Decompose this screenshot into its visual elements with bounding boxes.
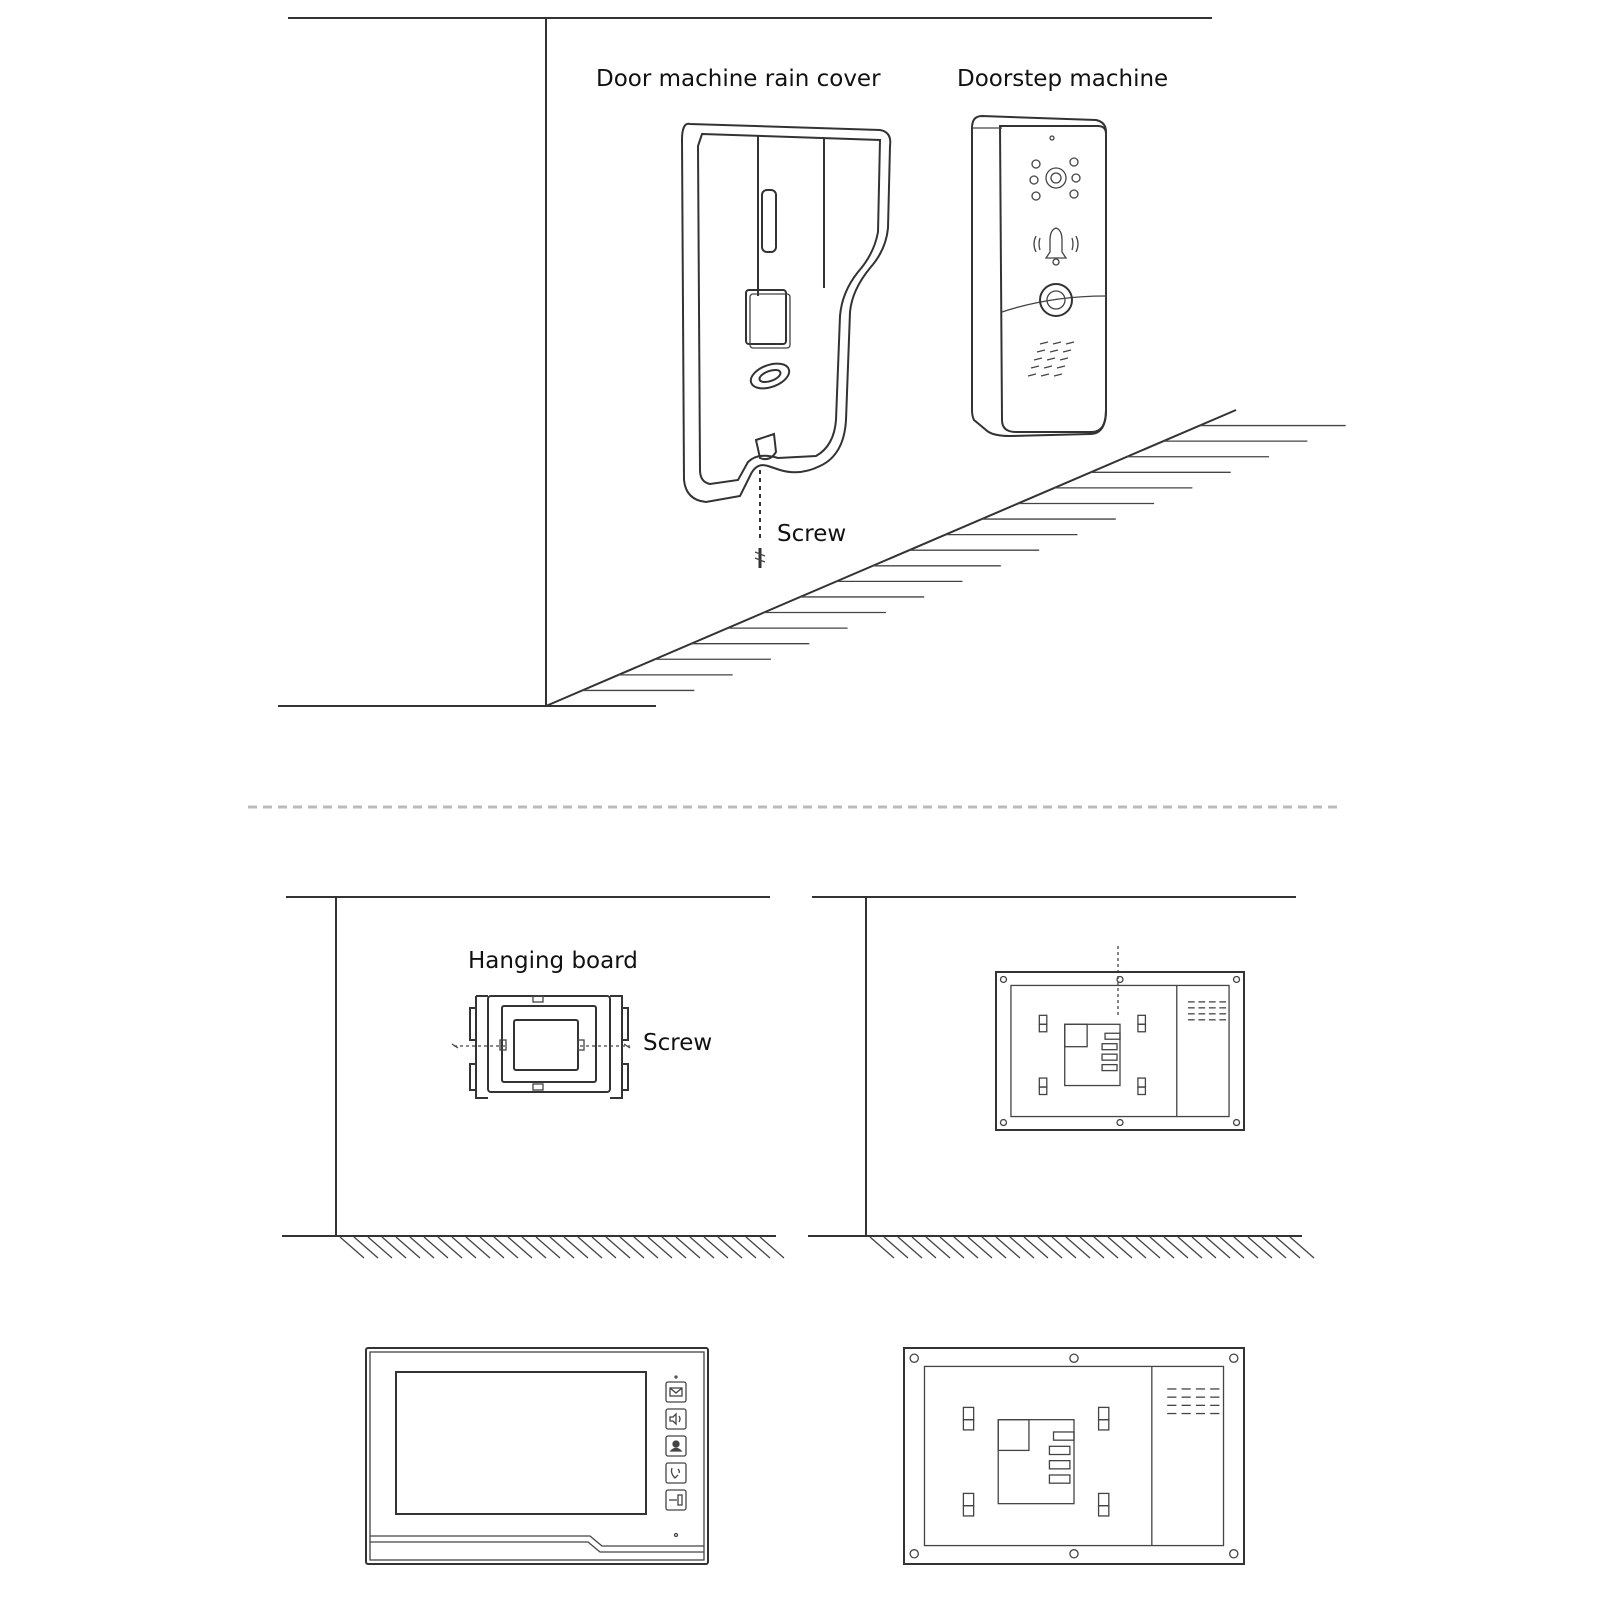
bell-icon bbox=[1033, 227, 1079, 266]
phone-button bbox=[665, 1462, 687, 1484]
floor-hatching-left bbox=[339, 1236, 785, 1259]
screw-label-door: Screw bbox=[777, 521, 846, 547]
envelope-button bbox=[665, 1381, 687, 1403]
envelope-icon bbox=[669, 1387, 683, 1397]
ir-led-cluster bbox=[1029, 157, 1081, 201]
speaker-icon bbox=[669, 1412, 681, 1426]
monitor-screen bbox=[395, 1371, 647, 1515]
microphone-hole bbox=[673, 1532, 679, 1538]
monitor-front bbox=[365, 1347, 709, 1565]
person-button bbox=[665, 1435, 687, 1457]
monitor-back-mounted bbox=[995, 971, 1245, 1131]
monitor-back bbox=[903, 1347, 1245, 1565]
door-unit-installation-scene: Door machine rain cover Doorstep machine… bbox=[278, 17, 1346, 707]
doorstep-machine-label: Doorstep machine bbox=[957, 66, 1168, 92]
hanging-board-label: Hanging board bbox=[468, 948, 638, 974]
doorstep-machine bbox=[971, 114, 1107, 438]
hanging-board bbox=[451, 995, 631, 1099]
door-machine-rain-cover bbox=[680, 122, 892, 568]
monitor-button-column bbox=[665, 1381, 687, 1511]
unlock-key-button bbox=[665, 1489, 687, 1511]
call-button bbox=[1039, 283, 1073, 317]
speaker-grille bbox=[1027, 341, 1075, 377]
unlock-key-icon bbox=[669, 1494, 683, 1506]
camera-lens-icon bbox=[1045, 167, 1067, 189]
speaker-button bbox=[665, 1408, 687, 1430]
phone-icon bbox=[670, 1467, 680, 1479]
floor-hatching bbox=[582, 424, 1346, 692]
wall-panel-right bbox=[808, 896, 1302, 1237]
person-icon bbox=[669, 1440, 683, 1452]
screw-label-board: Screw bbox=[643, 1030, 712, 1056]
floor-hatching-right bbox=[869, 1236, 1315, 1259]
rain-cover-label: Door machine rain cover bbox=[596, 66, 881, 92]
hanging-board-scene: Hanging board Screw bbox=[282, 896, 785, 1259]
monitor-mounting-scene bbox=[808, 896, 1315, 1259]
wall-corner bbox=[278, 17, 1237, 707]
wall-panel-left bbox=[282, 896, 776, 1237]
